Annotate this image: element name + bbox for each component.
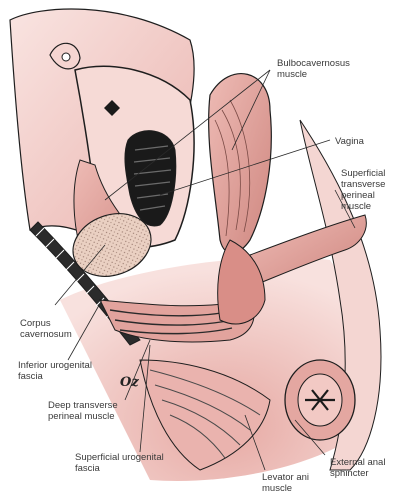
label-line: Inferior urogenital	[18, 360, 92, 371]
leader-levator-ani	[244, 414, 266, 471]
label-line: cavernosum	[20, 329, 72, 340]
leader-deep-transverse	[124, 339, 151, 401]
vaginal-wall-hatching	[133, 145, 172, 211]
leader-external-anal	[294, 419, 326, 456]
label-inferior-urogenital-fascia: Inferior urogenital fascia	[18, 360, 92, 382]
label-superficial-transverse-perineal-muscle: Superficial transverse perineal muscle	[341, 168, 385, 212]
leader-corpus	[54, 244, 106, 306]
levator-ani-fibers	[149, 369, 261, 459]
leader-bulbocavernosus-2	[231, 69, 271, 151]
leader-inferior-fascia	[67, 299, 103, 361]
label-line: transverse	[341, 179, 386, 190]
label-deep-transverse-perineal-muscle: Deep transverse perineal muscle	[48, 400, 118, 422]
corpus-cavernosum	[72, 213, 152, 277]
leader-bulbocavernosus-1	[104, 69, 271, 201]
leader-vagina	[159, 139, 331, 196]
leader-superficial-urogenital	[139, 344, 151, 453]
artist-signature: Oz	[120, 375, 139, 390]
urethral-opening	[104, 100, 120, 116]
label-line: Superficial	[341, 168, 386, 179]
label-line: perineal	[341, 190, 375, 201]
label-line: muscle	[341, 201, 372, 212]
label-line: Deep transverse	[48, 400, 118, 411]
label-line: muscle	[262, 483, 293, 494]
label-corpus-cavernosum: Corpus cavernosum	[20, 318, 72, 340]
label-line: perineal muscle	[48, 411, 115, 422]
label-line: sphincter	[330, 468, 369, 479]
label-levator-ani-muscle: Levator ani muscle	[262, 472, 309, 494]
label-line: Vagina	[335, 136, 364, 147]
anal-opening	[305, 389, 335, 411]
label-line: External anal	[330, 457, 386, 468]
bulbocavernosus-right	[208, 73, 272, 254]
label-line: Levator ani	[262, 472, 310, 483]
perineal-body	[217, 239, 266, 325]
label-line: fascia	[75, 463, 100, 474]
label-superficial-urogenital-fascia: Superficial urogenital fascia	[75, 452, 164, 474]
bulbocavernosus-fibers	[214, 99, 251, 237]
label-line: fascia	[18, 371, 43, 382]
label-line: Bulbocavernosus	[277, 58, 350, 69]
superficial-transverse-perineal-right	[249, 214, 367, 286]
leader-superficial-transverse	[334, 189, 356, 229]
leader-lines	[54, 69, 356, 471]
label-line: Corpus	[20, 318, 51, 329]
label-vagina: Vagina	[335, 136, 364, 147]
label-external-anal-sphincter: External anal sphincter	[330, 457, 385, 479]
label-line: muscle	[277, 69, 308, 80]
label-line: Superficial urogenital	[75, 452, 164, 463]
clitoris	[61, 52, 71, 62]
label-bulbocavernosus-muscle: Bulbocavernosus muscle	[277, 58, 350, 80]
